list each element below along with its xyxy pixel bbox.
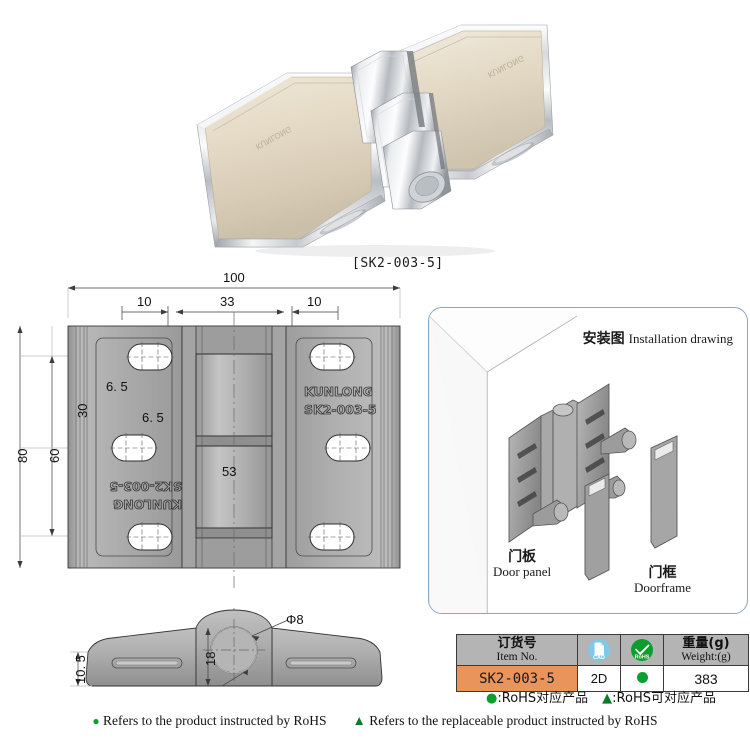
installation-title-cn: 安装图 bbox=[582, 331, 625, 347]
dim-overall-width: 100 bbox=[223, 270, 245, 285]
engraving-brand-left: KUNLONG bbox=[113, 497, 182, 512]
header-item-no-cn: 订货号 bbox=[497, 636, 537, 652]
cell-weight: 383 bbox=[663, 665, 749, 692]
product-model-label: [SK2-003-5] bbox=[352, 256, 444, 271]
header-item-no-en: Item No. bbox=[496, 650, 538, 663]
header-weight: 重量(g) Weight:(g) bbox=[663, 634, 749, 666]
legend-en-triangle-mark: ▲ bbox=[352, 713, 366, 728]
installation-drawing-panel: 安装图 Installation drawing 门板 Door panel 门… bbox=[428, 307, 748, 614]
spec-table: 订货号 Item No. CAD bbox=[456, 634, 749, 692]
dim-hole-center-span: 53 bbox=[222, 464, 237, 479]
legend-chinese: ●:RoHS对应产品 ▲:RoHS可对应产品 bbox=[456, 687, 746, 706]
dim-slot-offset-a: 6. 5 bbox=[106, 379, 128, 394]
dim-right-offset: 10 bbox=[307, 294, 322, 309]
legend-cn-circle: ●:RoHS对应产品 bbox=[486, 687, 588, 706]
engraving-brand-right: KUNLONG bbox=[304, 384, 373, 399]
legend-cn-circle-mark: ● bbox=[486, 691, 498, 706]
doorframe-label-en: Doorframe bbox=[634, 580, 692, 596]
legend-cn-triangle: ▲:RoHS可对应产品 bbox=[602, 687, 716, 706]
spec-table-row: SK2-003-5 2D 383 bbox=[456, 665, 749, 692]
dim-plate-thickness: 10. 5 bbox=[73, 655, 88, 684]
header-weight-cn: 重量(g) bbox=[682, 636, 730, 652]
dim-knuckle-height: 18 bbox=[203, 651, 218, 666]
dim-overall-height: 80 bbox=[15, 448, 30, 463]
installation-title: 安装图 Installation drawing bbox=[583, 330, 733, 348]
legend-en-circle-mark: ● bbox=[92, 714, 100, 728]
dim-pin-diameter: Φ8 bbox=[286, 612, 304, 627]
legend-english: ● Refers to the product instructed by Ro… bbox=[0, 713, 750, 729]
engraving-model-right: SK2-003-5 bbox=[304, 402, 377, 417]
header-rohs: RoHS bbox=[620, 634, 664, 666]
engraving-model-left: SK2-003-5 bbox=[109, 479, 182, 494]
legend-cn-triangle-mark: ▲ bbox=[602, 691, 613, 706]
door-panel-label: 门板 Door panel bbox=[493, 549, 552, 580]
legend-en-circle-text: Refers to the product instructed by RoHS bbox=[103, 713, 327, 728]
rohs-icon: RoHS bbox=[631, 639, 653, 661]
door-panel-label-cn: 门板 bbox=[508, 549, 537, 565]
header-cad: CAD bbox=[577, 634, 621, 666]
legend-en-triangle-text: Refers to the replaceable product instru… bbox=[369, 713, 658, 728]
svg-text:RoHS: RoHS bbox=[635, 654, 650, 660]
legend-en-circle: ● Refers to the product instructed by Ro… bbox=[92, 713, 326, 729]
door-panel-label-en: Door panel bbox=[493, 564, 552, 580]
legend-en-triangle: ▲ Refers to the replaceable product inst… bbox=[353, 713, 658, 729]
header-item-no: 订货号 Item No. bbox=[456, 634, 578, 666]
doorframe-label-cn: 门框 bbox=[648, 565, 677, 581]
cell-item-no: SK2-003-5 bbox=[456, 665, 578, 692]
legend-cn-circle-text: :RoHS对应产品 bbox=[497, 691, 589, 706]
rohs-status-dot bbox=[636, 671, 648, 683]
dim-hole-span-outer: 60 bbox=[47, 448, 62, 463]
installation-title-en: Installation drawing bbox=[628, 331, 733, 346]
product-photo: KUNLONG KUNLONG bbox=[175, 15, 575, 260]
svg-text:CAD: CAD bbox=[593, 655, 605, 661]
cad-icon: CAD bbox=[588, 639, 610, 661]
dim-slot-offset-b: 6. 5 bbox=[142, 410, 164, 425]
header-weight-en: Weight:(g) bbox=[681, 650, 731, 663]
technical-drawing-side-view: Φ8 18 10. 5 bbox=[0, 608, 430, 708]
doorframe-label: 门框 Doorframe bbox=[634, 565, 692, 596]
dim-left-offset: 10 bbox=[137, 294, 152, 309]
cell-cad: 2D bbox=[577, 665, 621, 692]
technical-drawing-top-view: KUNLONG SK2-003-5 KUNLONG SK2-003-5 100 … bbox=[0, 268, 430, 618]
cell-rohs bbox=[620, 665, 664, 692]
dim-center-span: 33 bbox=[220, 294, 235, 309]
legend-cn-triangle-text: :RoHS可对应产品 bbox=[612, 691, 716, 706]
dim-hole-span-inner: 30 bbox=[75, 403, 90, 418]
spec-table-header-row: 订货号 Item No. CAD bbox=[456, 634, 749, 666]
